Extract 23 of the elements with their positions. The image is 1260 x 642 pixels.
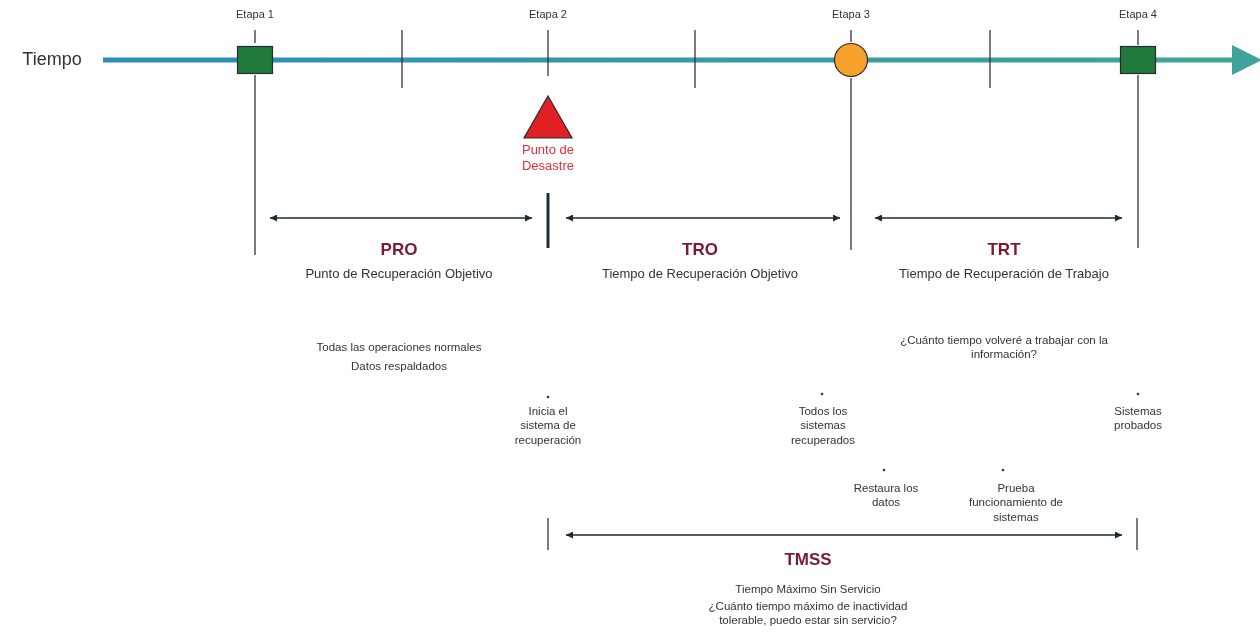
- axis-label: Tiempo: [21, 48, 83, 71]
- acronym-heading: TMSS: [783, 549, 833, 571]
- acronym-heading: TRO: [681, 239, 719, 261]
- stage-label: Etapa 1: [235, 8, 275, 22]
- term-label: Tiempo de Recuperación de Trabajo: [898, 266, 1110, 283]
- note-text: Inicia el sistema de recuperación: [513, 404, 583, 448]
- note-text: Todos los sistemas recuperados: [790, 404, 856, 448]
- note-text: ¿Cuánto tiempo volveré a trabajar con la información?: [899, 333, 1109, 362]
- term-label: Tiempo de Recuperación Objetivo: [600, 266, 800, 283]
- stage-label: Etapa 3: [831, 8, 871, 22]
- note-text: Todas las operaciones normales: [315, 340, 483, 355]
- note-text: ¿Cuánto tiempo máximo de inactividad tolerable, puedo estar sin servicio?: [707, 599, 909, 628]
- acronym-heading: TRT: [986, 239, 1022, 261]
- note-text: Tiempo Máximo Sin Servicio: [734, 582, 882, 597]
- note-text: Restaura los datos: [852, 481, 920, 510]
- note-text: Sistemas probados: [1113, 404, 1163, 433]
- stage-label: Etapa 4: [1118, 8, 1158, 22]
- disaster-label: Punto de Desastre: [520, 142, 575, 175]
- stage-label: Etapa 2: [528, 8, 568, 22]
- acronym-heading: PRO: [379, 239, 419, 261]
- term-label: Punto de Recuperación Objetivo: [304, 266, 494, 283]
- note-text: Prueba funcionamiento de sistemas: [968, 481, 1064, 525]
- note-text: Datos respaldados: [350, 359, 448, 374]
